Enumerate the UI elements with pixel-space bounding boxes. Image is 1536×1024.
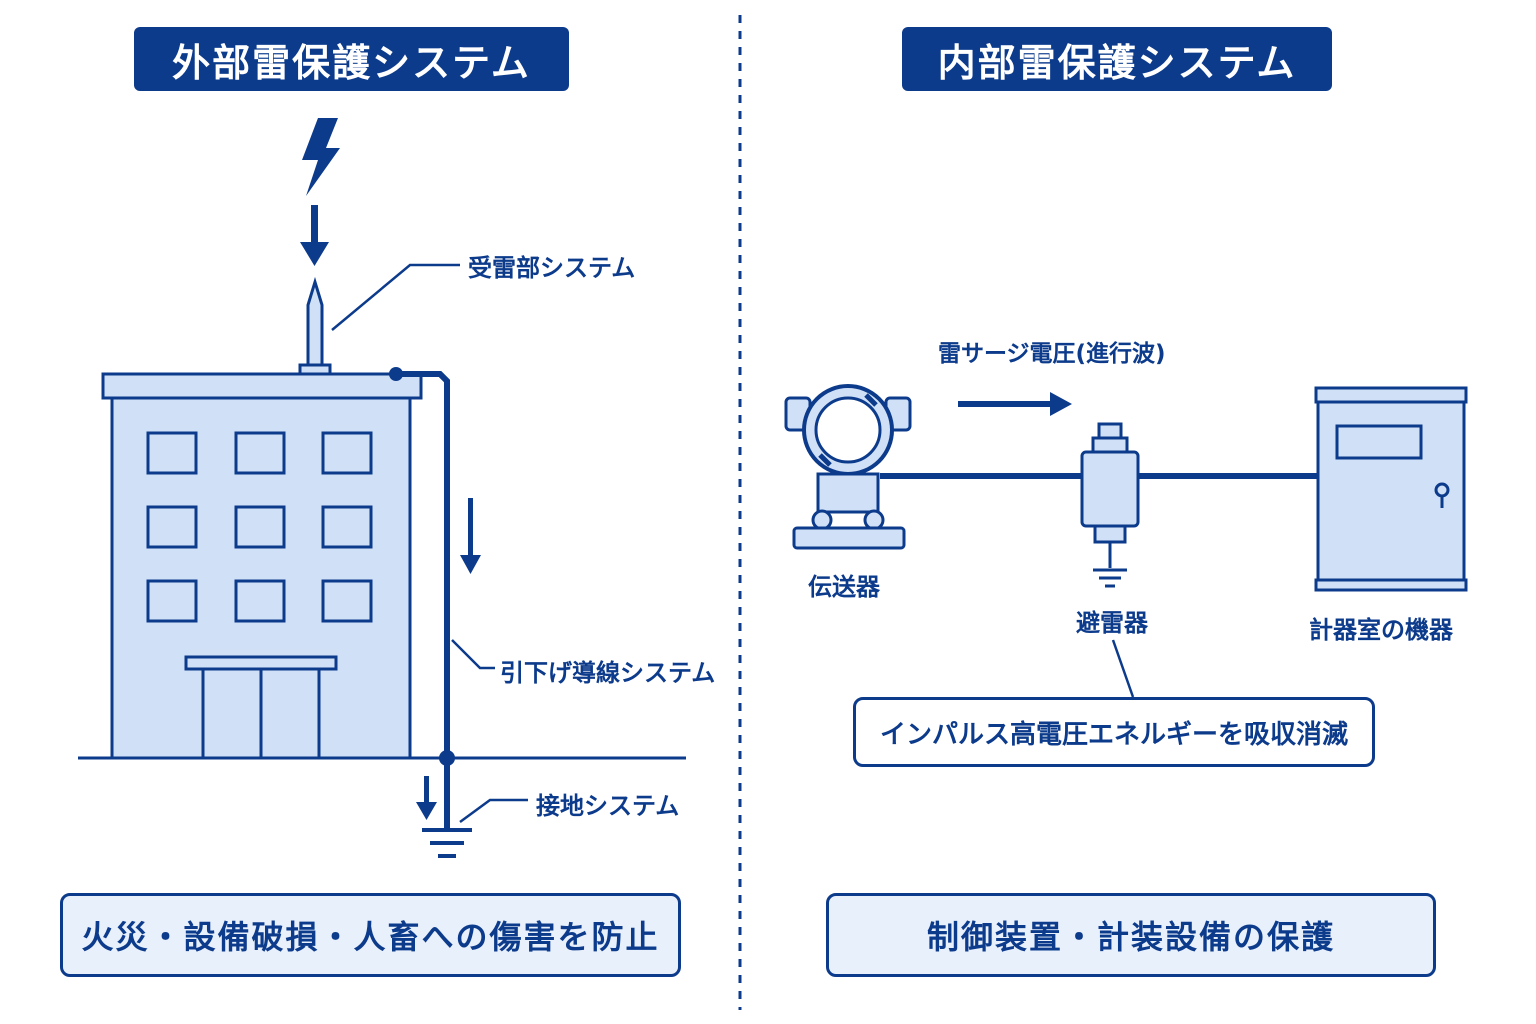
air-terminal-leader xyxy=(331,263,460,331)
down-conductor-leader xyxy=(451,639,495,670)
arrester-note-leader xyxy=(1111,639,1135,698)
air-terminal-rod xyxy=(298,276,332,376)
lightning-arrester xyxy=(1080,422,1140,588)
strike-arrow-icon xyxy=(300,205,329,266)
air-terminal-label: 受雷部システム xyxy=(468,254,636,282)
surge-arrow-icon xyxy=(958,392,1072,416)
right-title: 内部雷保護システム xyxy=(902,27,1332,91)
earthing-leader xyxy=(459,798,528,824)
arrester-label: 避雷器 xyxy=(1076,609,1148,637)
ground-symbol-icon xyxy=(422,828,472,858)
right-result-box: 制御装置・計装設備の保護 xyxy=(826,893,1436,977)
earthing-label: 接地システム xyxy=(536,792,680,820)
building xyxy=(101,372,423,760)
down-conductor xyxy=(389,367,455,828)
equipment-cabinet xyxy=(1314,386,1468,592)
left-title: 外部雷保護システム xyxy=(134,27,569,91)
transmitter-label: 伝送器 xyxy=(808,573,880,601)
left-result-box: 火災・設備破損・人畜への傷害を防止 xyxy=(60,893,681,977)
surge-label: 雷サージ電圧(進行波) xyxy=(938,341,1166,367)
down-current-arrow-icon xyxy=(460,498,481,574)
arrester-note: インパルス高電圧エネルギーを吸収消滅 xyxy=(853,697,1375,767)
down-conductor-label: 引下げ導線システム xyxy=(500,659,716,687)
lightning-bolt-icon xyxy=(302,118,340,196)
transmitter xyxy=(784,384,912,550)
equipment-label: 計器室の機器 xyxy=(1309,616,1453,644)
earthing-arrow-icon xyxy=(416,776,437,820)
